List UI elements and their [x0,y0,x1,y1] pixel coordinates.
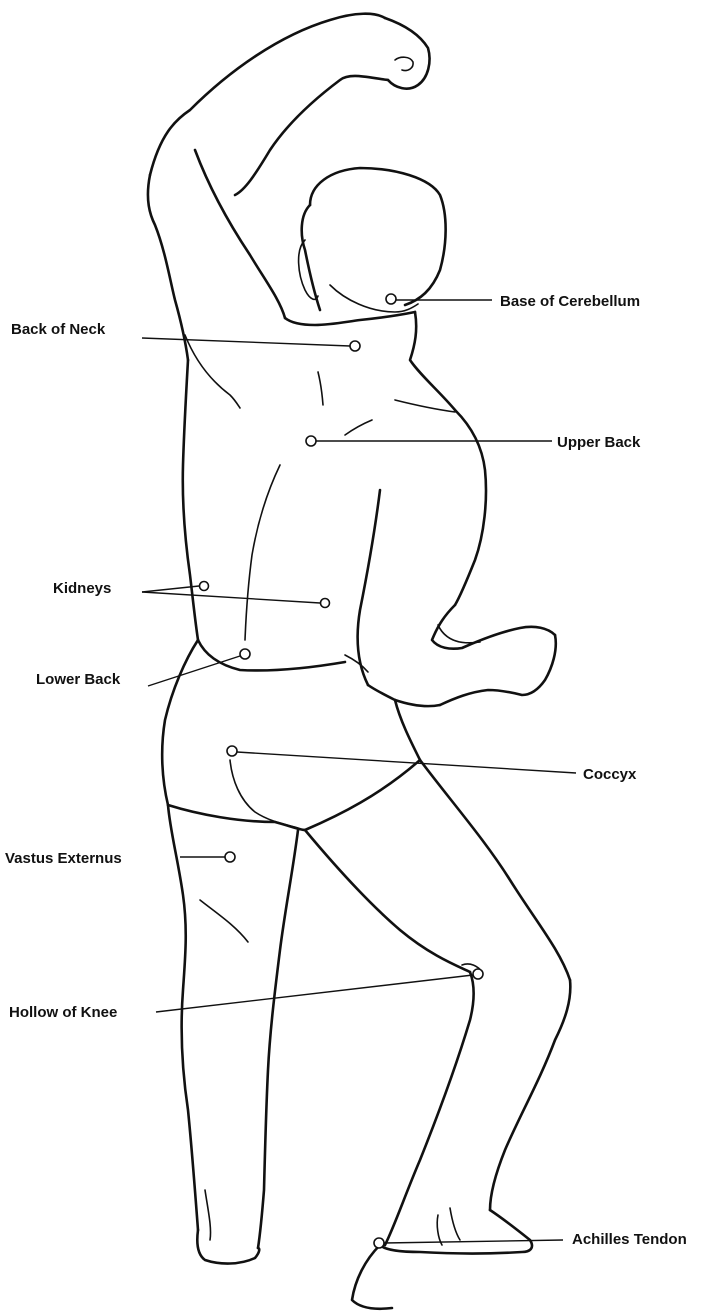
label-lower-back: Lower Back [36,671,121,688]
point-lower-back [240,649,250,659]
label-hollow-of-knee: Hollow of Knee [9,1004,117,1021]
point-back-of-neck [350,341,360,351]
point-coccyx [227,746,237,756]
leader-kidneys-2 [142,592,320,603]
point-kidneys-right [321,599,330,608]
label-achilles-tendon: Achilles Tendon [572,1231,687,1248]
leader-back-of-neck [142,338,350,346]
label-vastus-externus: Vastus Externus [5,850,122,867]
point-kidneys-left [200,582,209,591]
point-base-of-cerebellum [386,294,396,304]
label-base-of-cerebellum: Base of Cerebellum [500,293,640,310]
point-vastus-externus [225,852,235,862]
leader-lower-back [148,656,240,686]
point-upper-back [306,436,316,446]
label-back-of-neck: Back of Neck [11,321,106,338]
label-coccyx: Coccyx [583,766,637,783]
point-achilles-tendon [374,1238,384,1248]
leader-hollow-of-knee [156,975,473,1012]
label-kidneys: Kidneys [53,580,111,597]
body-outline [148,14,570,1309]
labels: Base of Cerebellum Back of Neck Upper Ba… [5,293,687,1248]
point-hollow-of-knee [473,969,483,979]
callouts [142,294,576,1248]
leader-achilles-tendon [384,1240,563,1243]
label-upper-back: Upper Back [557,434,641,451]
